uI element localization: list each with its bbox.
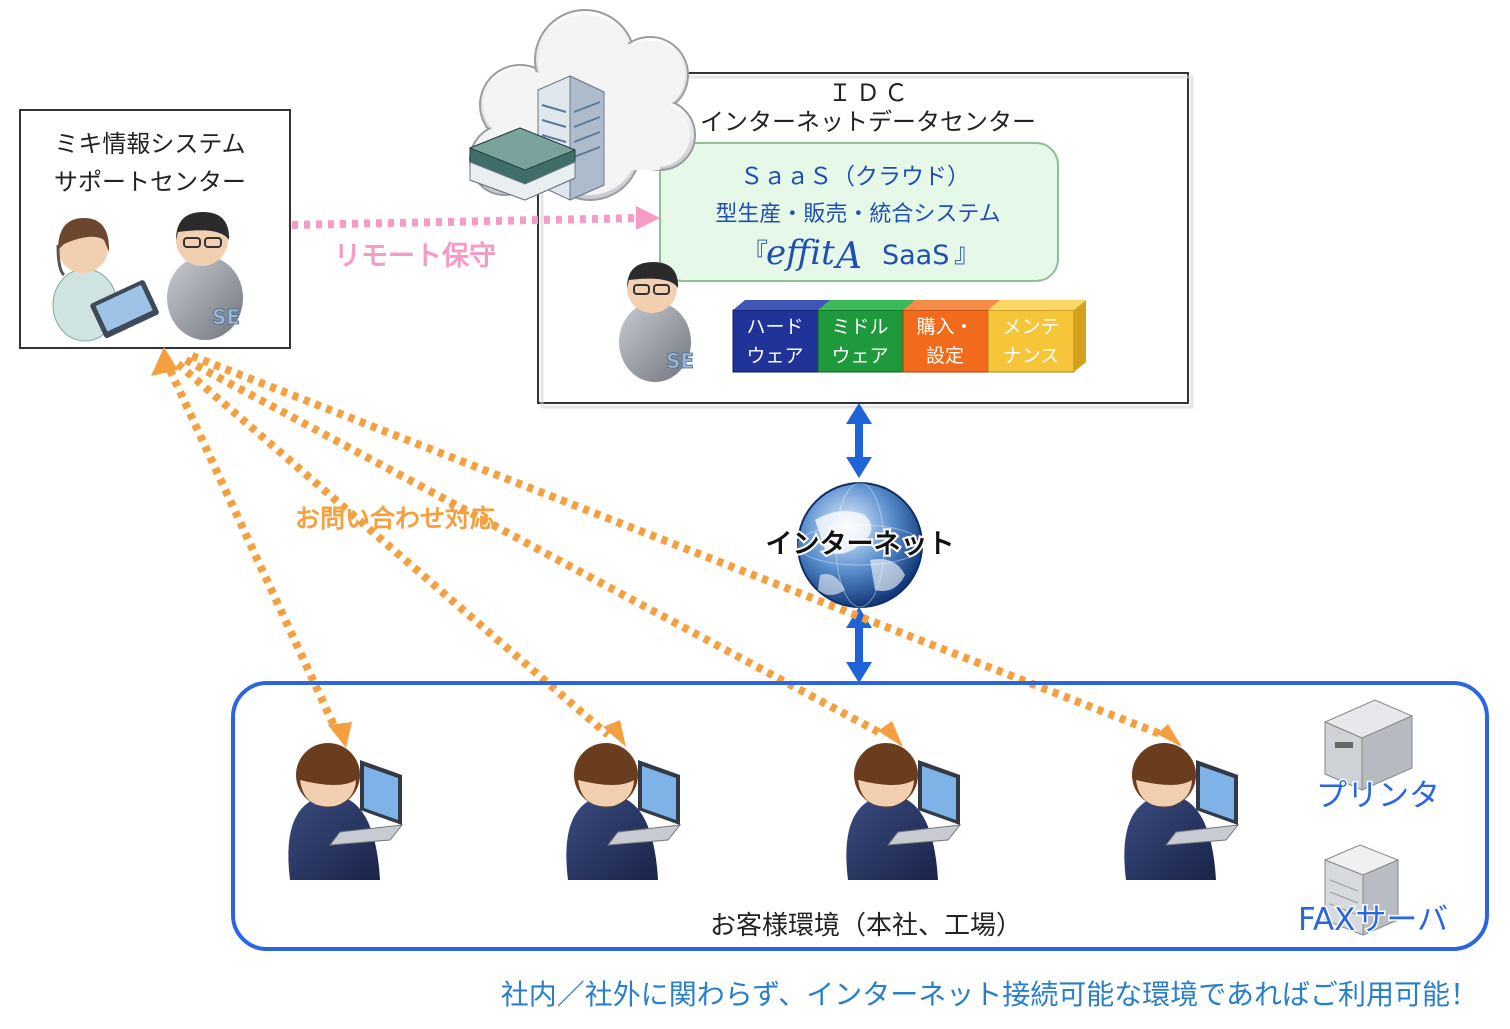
- se-engineer-icon: SE: [167, 212, 243, 340]
- saas-line1: ＳａａＳ（クラウド）: [740, 164, 970, 190]
- saas-box: [659, 142, 1059, 282]
- service-label-line2: 設定: [926, 345, 964, 367]
- idc-subtitle: インターネットデータセンター: [700, 108, 1036, 136]
- customer-user-icon: [846, 743, 962, 880]
- remote-maintenance-arrow: [291, 206, 660, 230]
- inquiry-arrowheads: [151, 347, 1182, 748]
- support-center-line2: サポートセンター: [54, 168, 246, 196]
- inquiry-label: お問い合わせ対応: [295, 504, 495, 533]
- saas-line2: 型生産・販売・統合システム: [715, 202, 1000, 227]
- idc-se-engineer-icon: SE: [619, 262, 694, 382]
- globe-icon: [797, 482, 923, 608]
- customer-user-icon: [288, 743, 404, 880]
- service-label-line1: ミドル: [831, 316, 888, 338]
- customer-user-icon: [566, 743, 682, 880]
- service-label-line1: メンテ: [1002, 316, 1059, 338]
- saas-bracket-close: 』: [954, 239, 980, 269]
- saas-product-mark: A: [833, 236, 862, 277]
- footer-text: 社内／社外に関わらず、インターネット接続可能な環境であればご利用可能！: [501, 978, 1478, 1011]
- service-label-line2: ナンス: [1003, 345, 1060, 367]
- support-center: ミキ情報システム サポートセンター SE: [19, 109, 291, 349]
- service-block-purchase-setup: 購入・ 設定: [902, 300, 1000, 373]
- service-label-line2: ウェア: [831, 345, 888, 367]
- service-blocks: ハード ウェア ミドル ウェア 購入・ 設定 メンテ: [732, 300, 1086, 373]
- saas-product-name: effit: [766, 233, 835, 273]
- fax-server-icon: [1323, 844, 1400, 936]
- saas-bracket-open: 『: [742, 239, 768, 269]
- se-badge: SE: [212, 305, 240, 329]
- customer-user-icon: [1124, 743, 1240, 880]
- operator-icon: [52, 218, 159, 342]
- remote-maintenance-label: リモート保守: [334, 240, 496, 272]
- internet-label: インターネット: [766, 529, 955, 560]
- idc-title: ＩＤＣ: [828, 79, 912, 107]
- cloud-datacenter-icon: [468, 9, 696, 201]
- service-label-line2: ウェア: [746, 345, 803, 367]
- service-block-hardware: ハード ウェア: [732, 300, 830, 373]
- service-label-line1: ハード: [746, 316, 803, 338]
- customer-environment: お客様環境（本社、工場）: [231, 681, 1489, 951]
- customer-environment-label: お客様環境（本社、工場）: [710, 911, 1022, 941]
- printer-label: プリンタ: [1316, 778, 1440, 814]
- printer-icon: [1323, 699, 1414, 791]
- inquiry-arrows: [166, 352, 1165, 739]
- idc-se-badge: SE: [666, 349, 694, 373]
- service-block-maintenance: メンテ ナンス: [987, 300, 1086, 373]
- fax-server-label: FAXサーバ: [1298, 902, 1448, 938]
- idc-internet-arrow: [846, 403, 872, 478]
- service-label-line1: 購入・: [916, 316, 973, 338]
- saas-product-suffix: SaaS: [882, 240, 949, 271]
- support-center-line1: ミキ情報システム: [54, 130, 245, 158]
- service-block-middleware: ミドル ウェア: [817, 300, 915, 373]
